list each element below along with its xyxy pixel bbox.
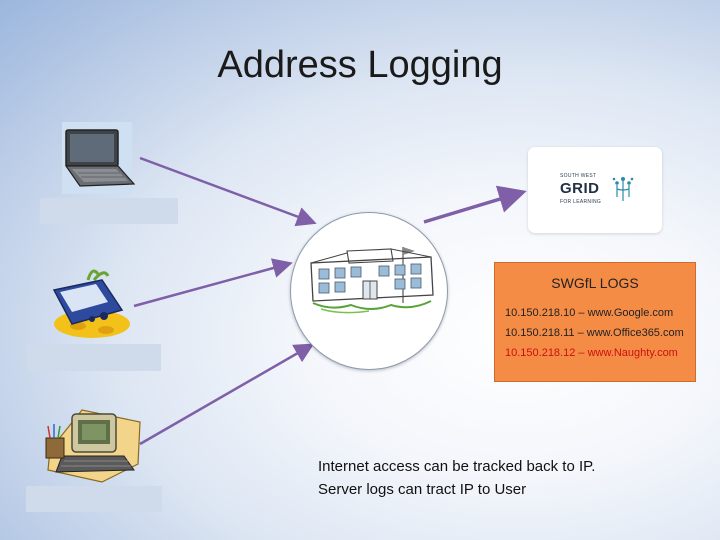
school-building-icon (310, 247, 434, 314)
logo-text-top: SOUTH WEST (560, 173, 597, 179)
log-entry: 10.150.218.10 – www.Google.com (505, 307, 674, 319)
laptop-icon (62, 122, 136, 194)
log-entry: 10.150.218.11 – www.Office365.com (505, 327, 684, 339)
logs-title: SWGfL LOGS (551, 275, 639, 291)
logo-text-bottom: FOR LEARNING (560, 199, 602, 205)
pda-to-school-arrow (133, 258, 293, 308)
desktop-computer-icon (45, 409, 141, 483)
pda-icon (52, 269, 130, 338)
network-tree-icon (612, 177, 634, 201)
swgfl-logs-panel: SWGfL LOGS 10.150.218.10 – www.Google.co… (494, 262, 696, 382)
logo-text-grid: GRID (560, 180, 600, 197)
desktop-caption-bar (26, 486, 162, 512)
school-to-grid-arrow (423, 185, 527, 224)
desktop-to-school-arrow (139, 343, 315, 446)
south-west-grid-logo: SOUTH WEST GRID FOR LEARNING (528, 147, 662, 233)
log-entry-flagged: 10.150.218.12 – www.Naughty.com (505, 347, 678, 359)
pda-caption-bar (27, 344, 161, 371)
note-line: Internet access can be tracked back to I… (318, 458, 596, 475)
laptop-to-school-arrow (139, 156, 317, 227)
note-line: Server logs can tract IP to User (318, 481, 527, 498)
slide-title: Address Logging (217, 44, 503, 86)
school-node (290, 212, 448, 370)
laptop-caption-bar (40, 198, 178, 224)
